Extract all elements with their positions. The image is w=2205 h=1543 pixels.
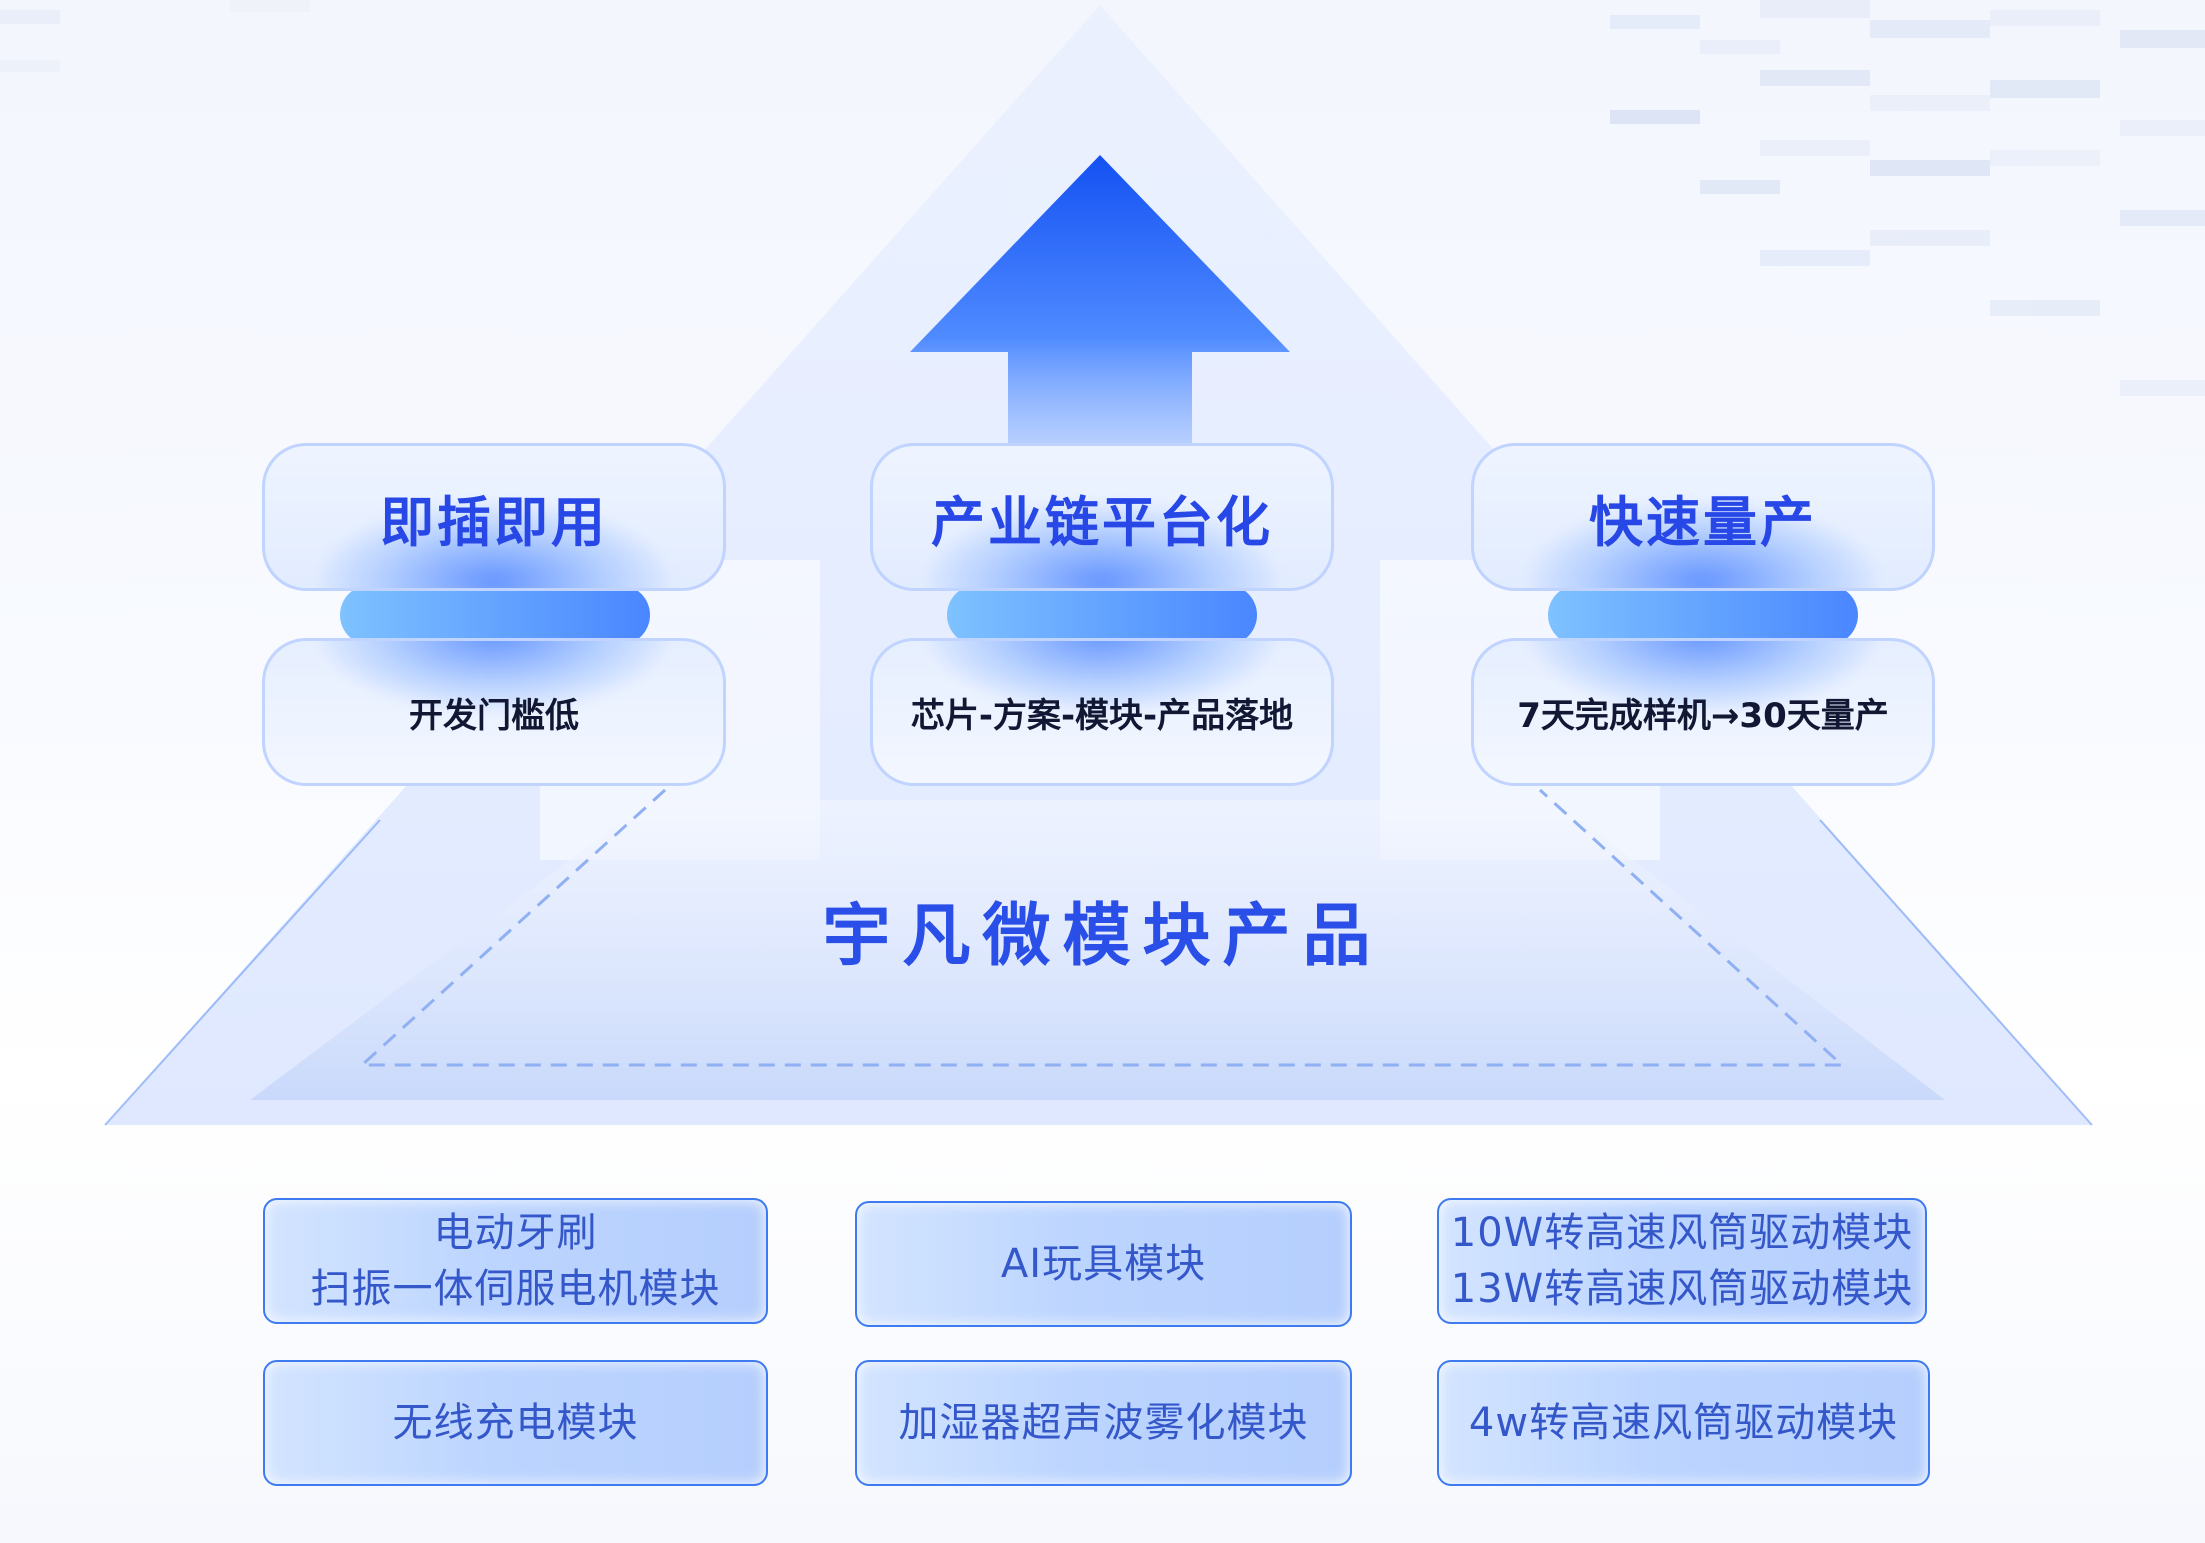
module-card-3-line1: 10W转高速风筒驱动模块 (1450, 1210, 1914, 1256)
pyramid-base (250, 800, 1945, 1100)
pillar-subtitle-box-1: 开发门槛低 (262, 638, 726, 786)
module-card-6-line1: 4w转高速风筒驱动模块 (1468, 1400, 1899, 1446)
center-title: 宇凡微模块产品 (822, 897, 1383, 976)
pillar-title-box-2: 产业链平台化 (870, 443, 1334, 591)
pillar-subtitle-1: 开发门槛低 (409, 695, 579, 736)
pillar-subtitle-2: 芯片-方案-模块-产品落地 (910, 695, 1294, 736)
pillar-subtitle-box-3: 7天完成样机→30天量产 (1471, 638, 1935, 786)
module-card-4-line1: 无线充电模块 (392, 1400, 639, 1446)
pillar-title-3: 快速量产 (1589, 490, 1817, 554)
pillar-connector-1 (340, 585, 650, 645)
pillar-subtitle-3: 7天完成样机→30天量产 (1517, 695, 1889, 736)
pillar-connector-2 (947, 585, 1257, 645)
module-card-2: AI玩具模块 (855, 1201, 1352, 1327)
decorative-data-bars (0, 0, 2205, 396)
pillar-title-2: 产业链平台化 (931, 490, 1273, 554)
pillar-title-box-3: 快速量产 (1471, 443, 1935, 591)
pillar-connector-3 (1548, 585, 1858, 645)
pillar-title-1: 即插即用 (380, 490, 608, 554)
module-card-3-line2: 13W转高速风筒驱动模块 (1450, 1266, 1914, 1312)
up-arrow-icon (910, 155, 1290, 560)
module-card-2-line1: AI玩具模块 (1000, 1241, 1207, 1287)
pillar-subtitle-box-2: 芯片-方案-模块-产品落地 (870, 638, 1334, 786)
module-card-5: 加湿器超声波雾化模块 (855, 1360, 1352, 1486)
module-card-3: 10W转高速风筒驱动模块 13W转高速风筒驱动模块 (1437, 1198, 1927, 1324)
module-card-1-line1: 电动牙刷 (433, 1210, 598, 1256)
dashed-guide (358, 788, 1846, 1067)
module-card-5-line1: 加湿器超声波雾化模块 (898, 1400, 1309, 1446)
module-card-4: 无线充电模块 (263, 1360, 768, 1486)
module-card-6: 4w转高速风筒驱动模块 (1437, 1360, 1930, 1486)
module-card-1: 电动牙刷 扫振一体伺服电机模块 (263, 1198, 768, 1324)
module-card-1-line2: 扫振一体伺服电机模块 (310, 1266, 721, 1312)
pillar-title-box-1: 即插即用 (262, 443, 726, 591)
